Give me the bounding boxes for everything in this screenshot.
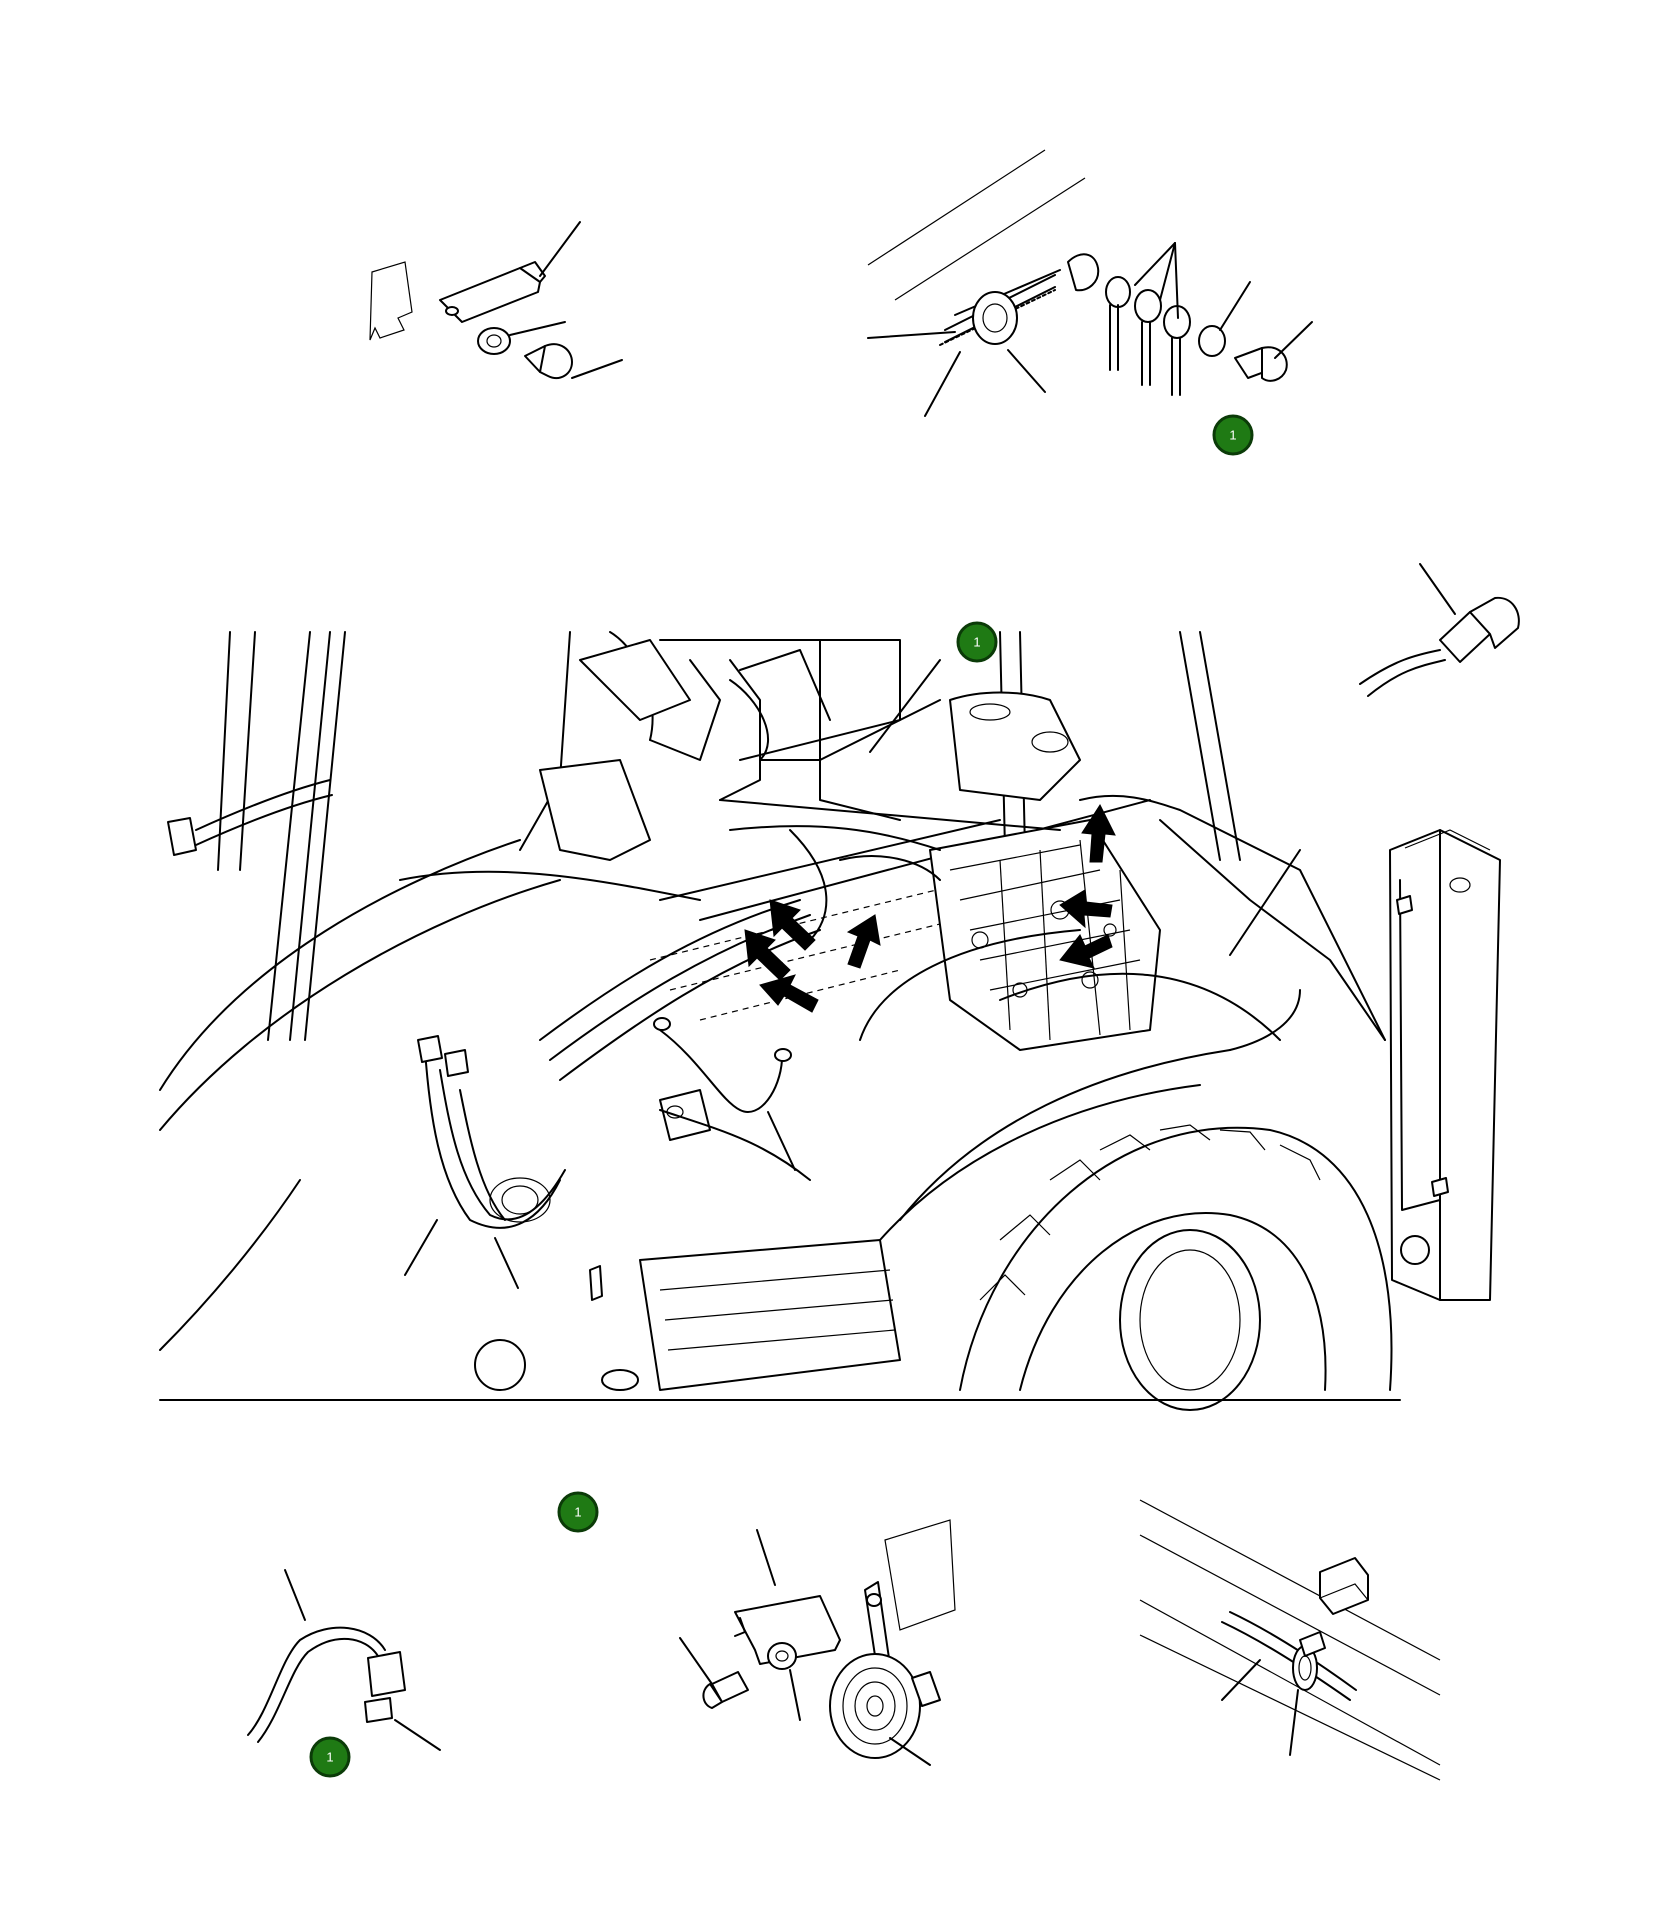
badge-label: 1 [326, 1750, 333, 1765]
callout-badge: 1 [1212, 414, 1254, 456]
callout-badge: 1 [557, 1491, 599, 1533]
badge-label: 1 [1229, 428, 1236, 443]
badge-circle [557, 1491, 599, 1533]
rear-tire [959, 1124, 1393, 1411]
boom-post [1389, 829, 1501, 1301]
sensor-lead-detail [247, 1569, 441, 1751]
battery-terminal-detail [867, 149, 1313, 417]
badge-circle [956, 621, 998, 663]
machine-main-view [159, 631, 1501, 1411]
badge-label: 1 [574, 1505, 581, 1520]
badge-label: 1 [973, 635, 980, 650]
badge-circle [1212, 414, 1254, 456]
badge-circle [309, 1736, 351, 1778]
cable-clip-detail [1139, 1499, 1441, 1781]
callout-badge: 1 [309, 1736, 351, 1778]
callout-badge: 1 [956, 621, 998, 663]
valve-block [929, 819, 1161, 1051]
arrow-markers [744, 803, 1116, 1013]
horn-assembly-detail [679, 1519, 956, 1766]
bracket-mount-detail [369, 221, 623, 380]
callout-badges: 1 1 1 1 [309, 414, 1254, 1778]
connector-plug-detail [1359, 563, 1520, 697]
